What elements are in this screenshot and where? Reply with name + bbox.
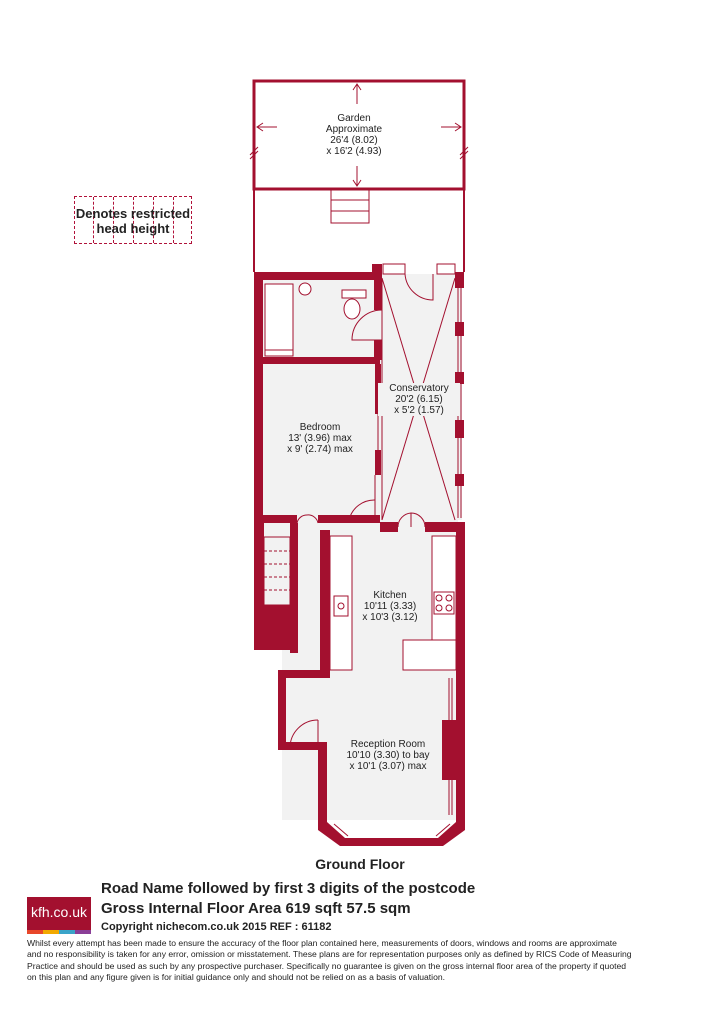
kitchen-name: Kitchen xyxy=(373,590,407,601)
restricted-head-height-legend: Denotes restricted head height xyxy=(74,196,192,244)
conservatory-label: Conservatory 20'2 (6.15) x 5'2 (1.57) xyxy=(378,383,460,416)
garden-label: Garden Approximate 26'4 (8.02) x 16'2 (4… xyxy=(304,113,404,157)
walls xyxy=(254,264,465,846)
logo-text: kfh.co.uk xyxy=(30,904,88,920)
bedroom-label: Bedroom 13' (3.96) max x 9' (2.74) max xyxy=(270,422,370,455)
reception-room-label: Reception Room 10'10 (3.30) to bay x 10'… xyxy=(333,739,443,772)
floor-label: Ground Floor xyxy=(315,856,405,872)
reception-dim-1: 10'10 (3.30) to bay xyxy=(346,750,430,761)
disclaimer: Whilst every attempt has been made to en… xyxy=(27,938,711,983)
garden-dim-1: 26'4 (8.02) xyxy=(330,135,378,146)
disclaimer-line-3: Practice and should be used as such by a… xyxy=(27,960,627,971)
reception-dim-2: x 10'1 (3.07) max xyxy=(349,761,427,772)
disclaimer-line-4: on this plan and any figure given is for… xyxy=(27,971,446,982)
garden-name: Garden xyxy=(337,113,371,124)
garden-dim-2: x 16'2 (4.93) xyxy=(326,146,382,157)
conservatory-dim-2: x 5'2 (1.57) xyxy=(394,405,444,416)
logo-color-strip xyxy=(27,930,91,934)
reception-name: Reception Room xyxy=(350,739,426,750)
property-address: Road Name followed by first 3 digits of … xyxy=(101,880,476,897)
legend-line-1: Denotes restricted xyxy=(75,206,191,221)
bedroom-dim-2: x 9' (2.74) max xyxy=(287,444,353,455)
disclaimer-line-2: and no responsibility is taken for any e… xyxy=(27,949,632,960)
bedroom-name: Bedroom xyxy=(299,422,341,433)
conservatory-name: Conservatory xyxy=(389,383,449,394)
copyright-ref: Copyright nichecom.co.uk 2015 REF : 6118… xyxy=(101,921,332,933)
bedroom-dim-1: 13' (3.96) max xyxy=(288,433,352,444)
floor-area: Gross Internal Floor Area 619 sqft 57.5 … xyxy=(101,900,411,917)
kitchen-dim-2: x 10'3 (3.12) xyxy=(362,612,418,623)
legend-line-2: head height xyxy=(96,221,170,236)
kitchen-dim-1: 10'11 (3.33) xyxy=(363,601,417,612)
conservatory-dim-1: 20'2 (6.15) xyxy=(395,394,443,405)
kfh-logo: kfh.co.uk xyxy=(27,897,91,934)
garden-approx: Approximate xyxy=(325,124,383,135)
legend-text: Denotes restricted head height xyxy=(75,206,191,236)
disclaimer-line-1: Whilst every attempt has been made to en… xyxy=(27,938,617,948)
kitchen-label: Kitchen 10'11 (3.33) x 10'3 (3.12) xyxy=(350,590,430,623)
